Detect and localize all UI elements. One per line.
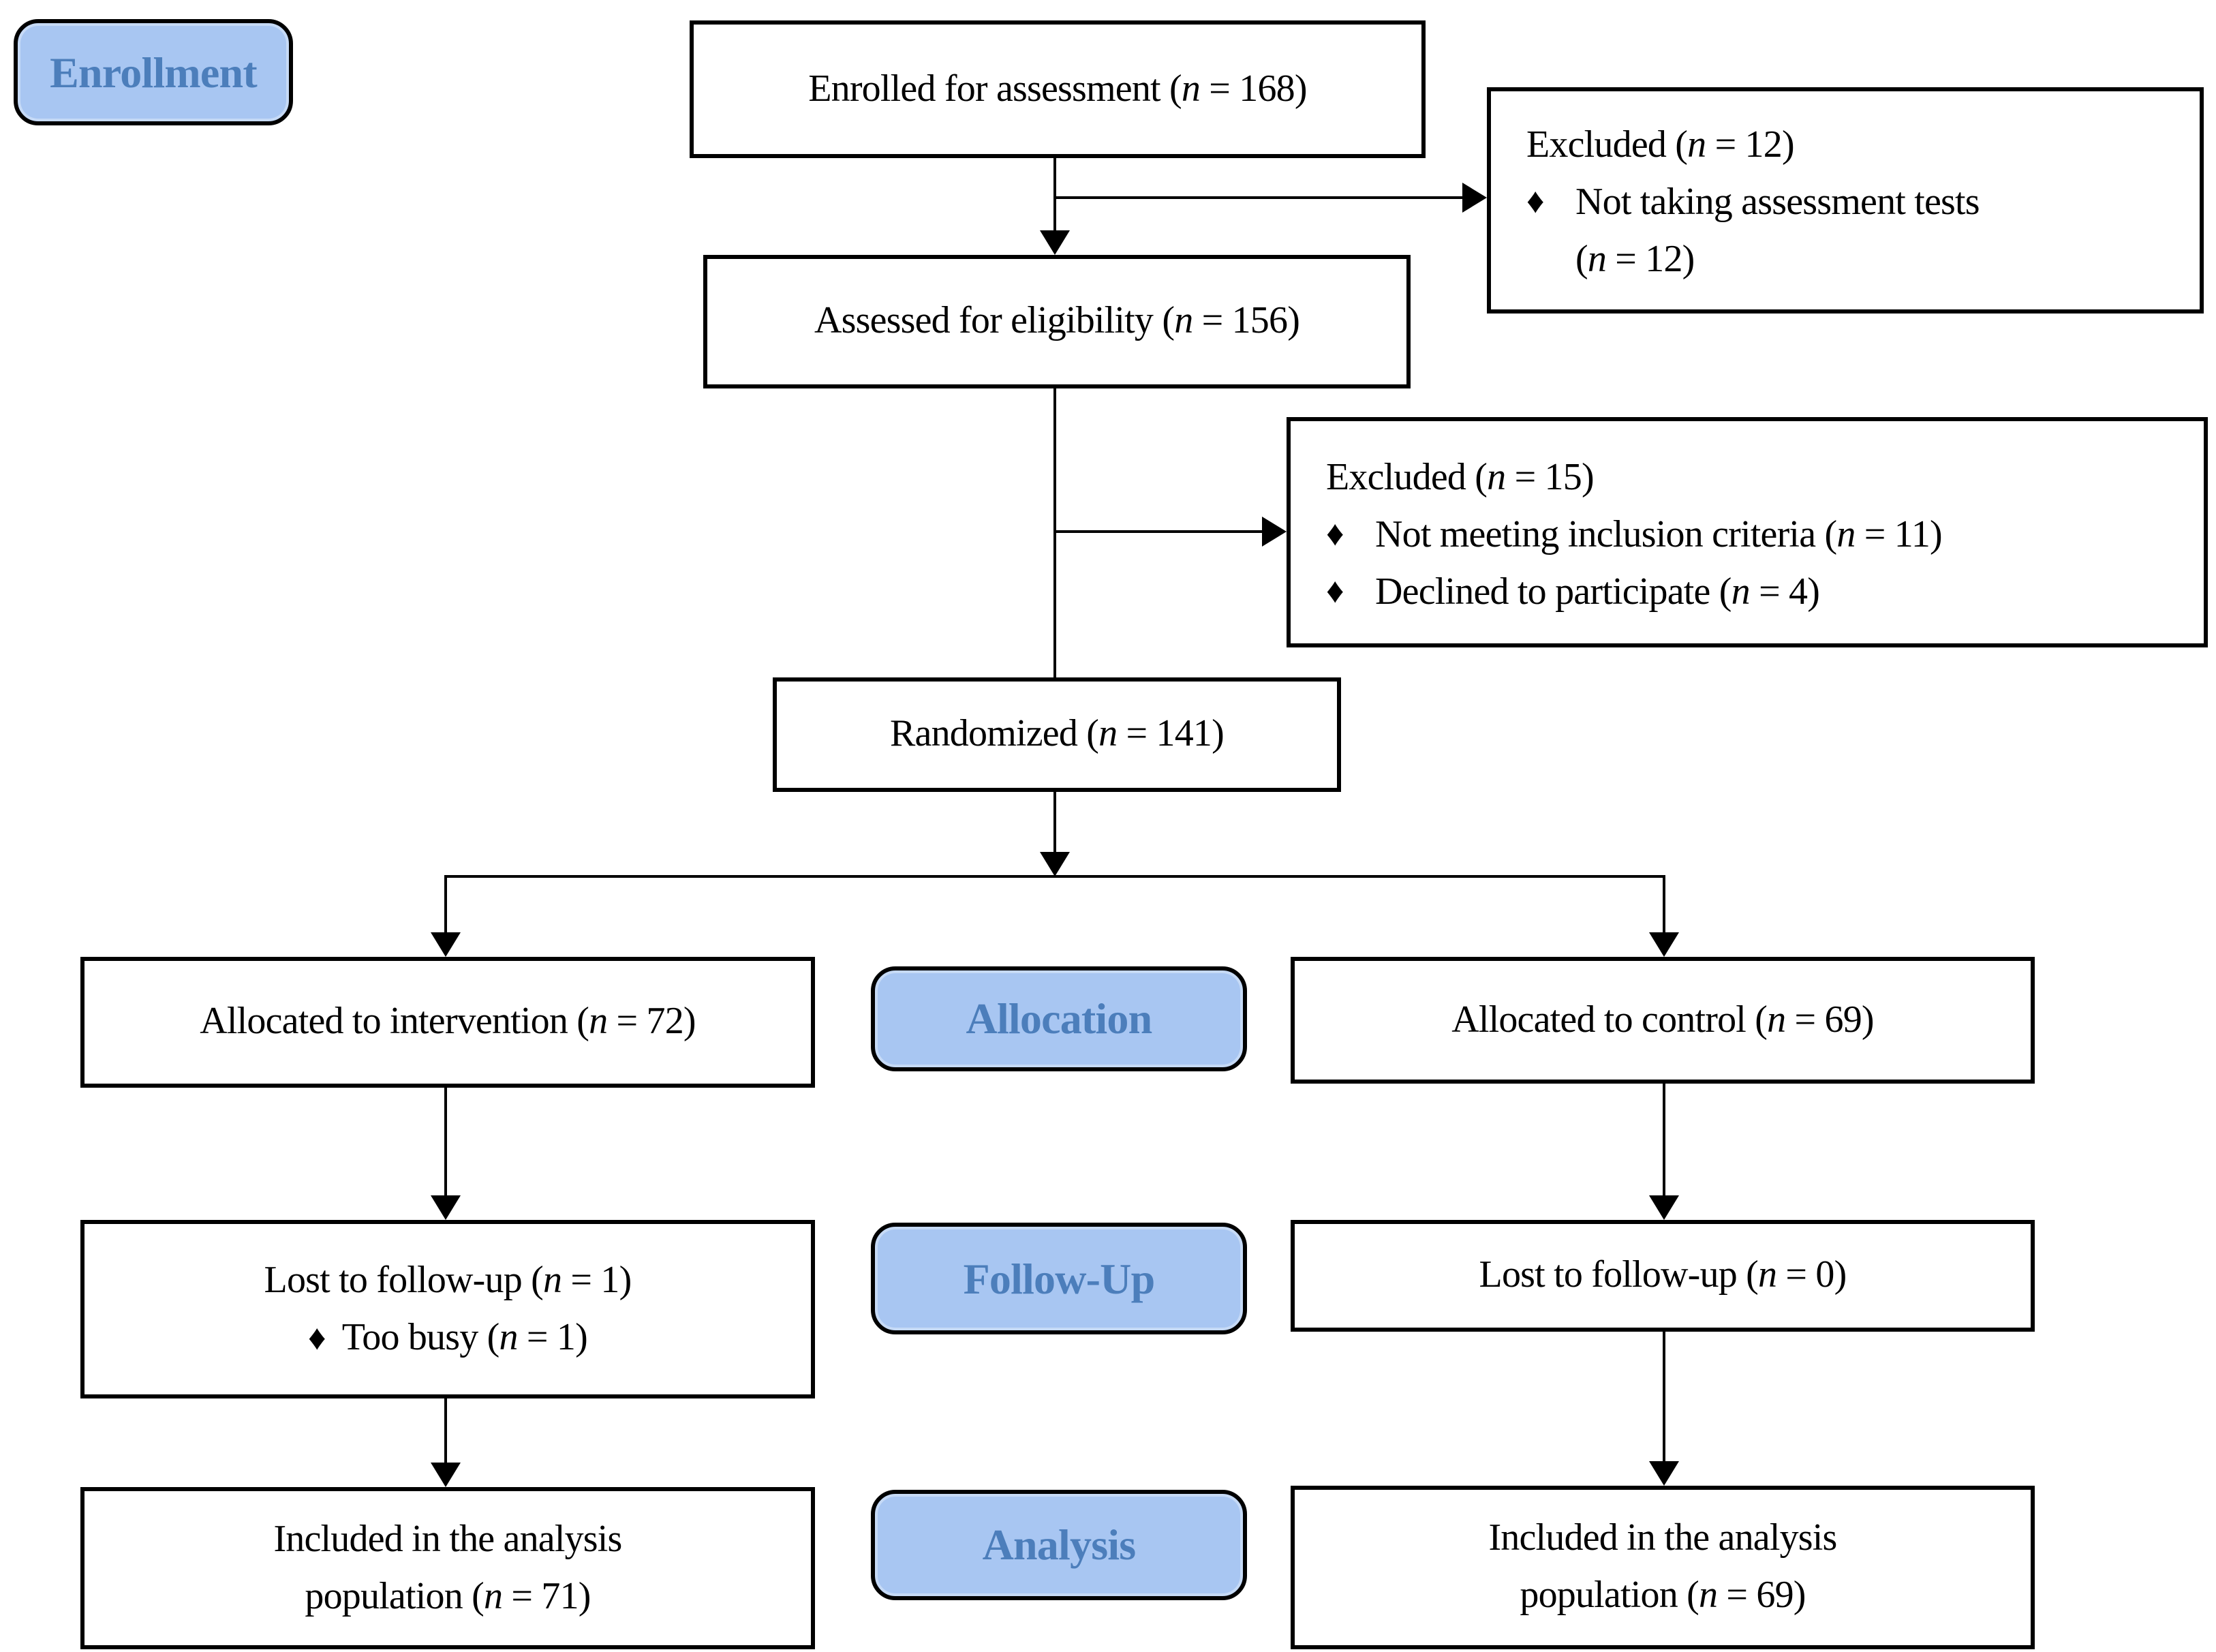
lost-intervention-item: ♦ Too busy (n = 1) [308,1309,588,1366]
excluded-eligibility-item-1-text: Not meeting inclusion criteria (n = 11) [1375,513,1943,555]
excluded-assessment-item-text: Not taking assessment tests(n = 12) [1575,181,1980,281]
diamond-bullet-icon: ♦ [308,1317,326,1357]
lost-control-text: Lost to follow-up (n = 0) [1479,1254,1847,1296]
connector-followup-analysis-left [444,1398,447,1465]
stage-analysis: Analysis [871,1490,1247,1600]
lost-intervention-item-text: Too busy (n = 1) [341,1316,588,1358]
excluded-assessment-item: ♦ Not taking assessment tests(n = 12) [1526,174,2183,289]
arrow-down-icon [431,1463,461,1487]
stage-followup-label: Follow-Up [963,1253,1156,1302]
excluded-eligibility-item-1: ♦ Not meeting inclusion criteria (n = 11… [1326,506,2187,564]
assessed-text: Assessed for eligibility (n = 156) [814,300,1300,342]
arrow-down-icon [431,932,461,957]
allocated-intervention-text: Allocated to intervention (n = 72) [200,1000,696,1043]
connector-excluded-assessment [1053,196,1471,199]
excluded-assessment-box: Excluded (n = 12) ♦ Not taking assessmen… [1487,87,2204,313]
excluded-eligibility-item-2-text: Declined to participate (n = 4) [1375,570,1820,613]
arrow-down-icon [1040,852,1070,876]
lost-intervention-box: Lost to follow-up (n = 1) ♦ Too busy (n =… [80,1220,815,1398]
randomized-box: Randomized (n = 141) [773,677,1341,792]
connector-randomized-split [1053,792,1056,857]
assessed-box: Assessed for eligibility (n = 156) [703,255,1411,388]
randomized-text: Randomized (n = 141) [890,713,1225,755]
connector-excluded-eligibility [1053,530,1270,533]
lost-control-box: Lost to follow-up (n = 0) [1291,1220,2035,1332]
arrow-down-icon [1649,1461,1679,1486]
arrow-down-icon [1040,230,1070,255]
arrow-down-icon [1649,932,1679,957]
excluded-eligibility-box: Excluded (n = 15) ♦ Not meeting inclusio… [1287,417,2208,647]
arrow-right-icon [1262,517,1287,547]
arrow-right-icon [1462,183,1487,213]
stage-followup: Follow-Up [871,1223,1247,1334]
stage-analysis-label: Analysis [982,1520,1137,1569]
lost-intervention-title: Lost to follow-up (n = 1) [264,1259,632,1301]
stage-enrollment: Enrollment [14,19,293,125]
allocated-intervention-box: Allocated to intervention (n = 72) [80,957,815,1088]
split-line [444,875,1665,878]
excluded-eligibility-item-2: ♦ Declined to participate (n = 4) [1326,564,2187,621]
stage-allocation-label: Allocation [966,994,1153,1043]
connector-assessed-randomized [1053,388,1056,677]
allocated-control-box: Allocated to control (n = 69) [1291,957,2035,1084]
connector-followup-analysis-right [1663,1332,1665,1464]
excluded-assessment-title: Excluded (n = 12) [1526,124,1795,166]
connector-split-intervention [444,875,447,935]
stage-enrollment-label: Enrollment [50,47,258,96]
connector-intervention-followup [444,1088,447,1198]
arrow-down-icon [1649,1195,1679,1220]
diamond-bullet-icon: ♦ [1526,181,1545,221]
allocated-control-text: Allocated to control (n = 69) [1451,998,1874,1041]
stage-allocation: Allocation [871,966,1247,1071]
enrolled-text: Enrolled for assessment (n = 168) [808,67,1307,110]
diamond-bullet-icon: ♦ [1326,570,1344,610]
connector-split-control [1663,875,1665,935]
connector-control-followup [1663,1084,1665,1198]
excluded-eligibility-title: Excluded (n = 15) [1326,456,1595,498]
arrow-down-icon [431,1195,461,1220]
enrolled-box: Enrolled for assessment (n = 168) [690,20,1426,158]
diamond-bullet-icon: ♦ [1326,513,1344,553]
